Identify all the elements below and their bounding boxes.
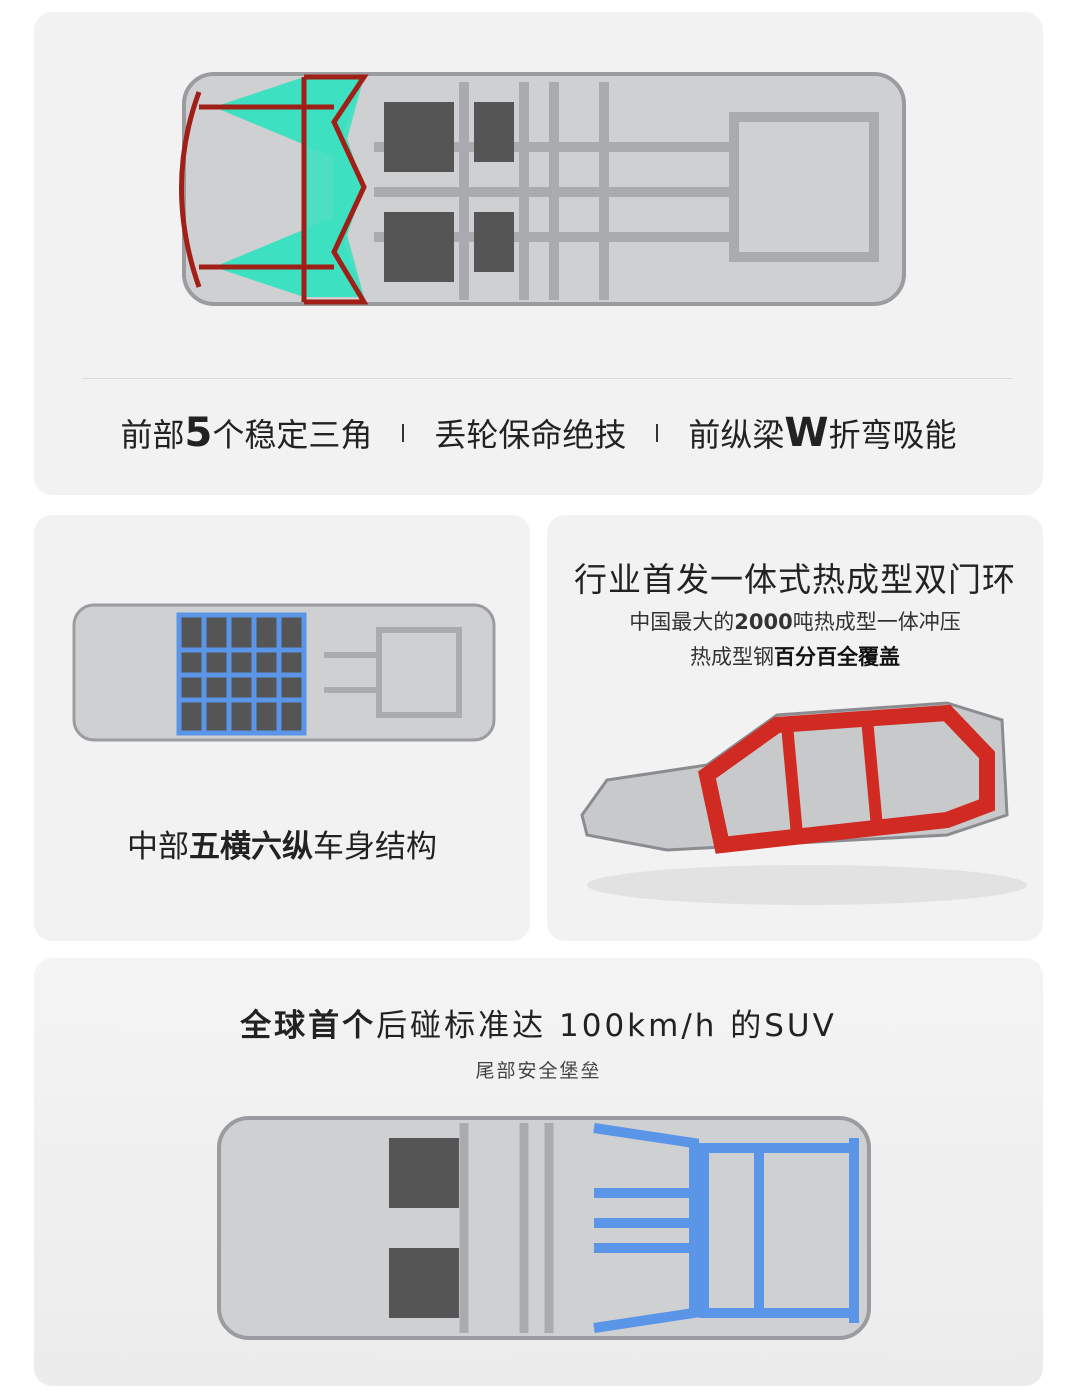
feature-letter: W	[784, 410, 829, 456]
middle-structure-card: 中部五横六纵车身结构	[34, 515, 530, 941]
feature-text: 前纵梁	[688, 416, 785, 454]
feature-text: 前部	[120, 416, 185, 454]
rear-subtitle: 尾部安全堡垒	[475, 1060, 602, 1082]
middle-caption: 中部五横六纵车身结构	[127, 829, 437, 865]
door-ring-card: 行业首发一体式热成型双门环 中国最大的2000吨热成型一体冲压 热成型钢百分百全…	[547, 515, 1043, 941]
rear-chassis-illustration	[217, 1116, 871, 1340]
separator	[402, 424, 405, 442]
middle-chassis-illustration	[72, 603, 496, 742]
door-ring-title: 行业首发一体式热成型双门环	[574, 560, 1016, 599]
rear-title: 全球首个后碰标准达 100km/h 的SUV	[240, 1008, 837, 1044]
divider	[82, 378, 1013, 379]
rear-structure-card: 全球首个后碰标准达 100km/h 的SUV 尾部安全堡垒	[34, 958, 1043, 1386]
feature-text: 个稳定三角	[212, 416, 373, 454]
feature-number: 5	[184, 410, 213, 456]
feature-text: 折弯吸能	[828, 416, 957, 454]
front-chassis-illustration	[179, 72, 906, 306]
door-ring-desc: 中国最大的2000吨热成型一体冲压 热成型钢百分百全覆盖	[629, 610, 961, 669]
stable-triangle	[334, 102, 364, 272]
feature-text: 丢轮保命绝技	[434, 416, 627, 454]
separator	[656, 424, 659, 442]
body-in-white-illustration	[580, 701, 1027, 905]
